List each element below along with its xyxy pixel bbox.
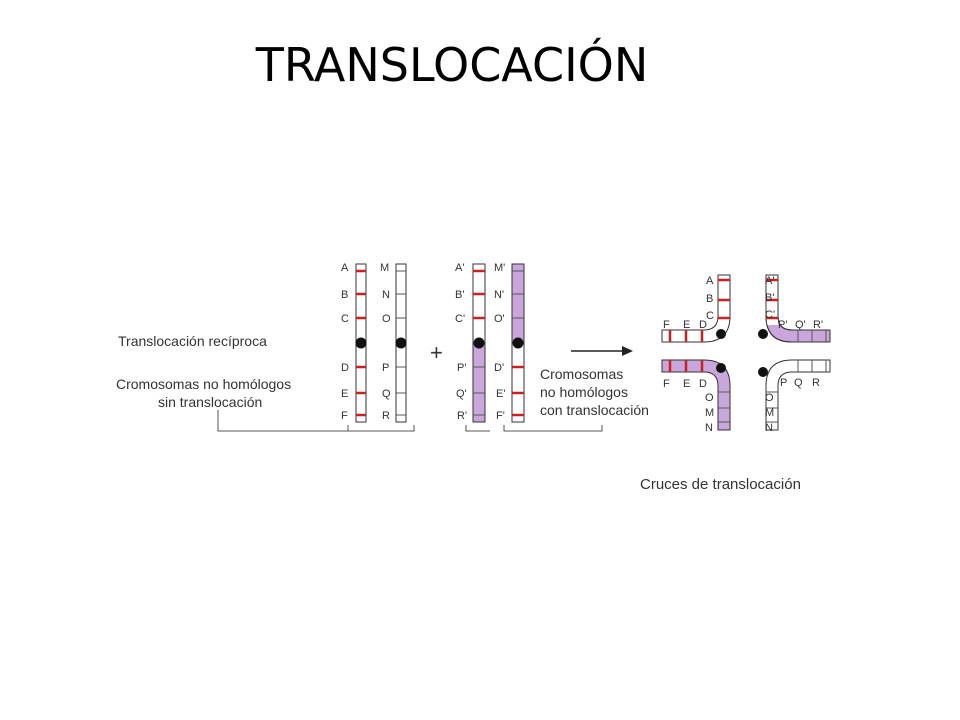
gene-label: D xyxy=(699,319,707,331)
gene-label: R xyxy=(382,410,390,422)
caption-with-2: no homólogos xyxy=(540,384,628,400)
normal-chromosome-2: M N O P Q R xyxy=(380,262,407,423)
centromere-icon xyxy=(758,329,768,339)
gene-label: B xyxy=(706,293,713,305)
centromere-icon xyxy=(512,337,524,349)
gene-label: M' xyxy=(494,262,505,274)
gene-label: N xyxy=(705,422,713,434)
gene-label: O xyxy=(382,313,391,325)
caption-without-1: Cromosomas no homólogos xyxy=(116,376,291,392)
gene-label: P' xyxy=(778,319,787,331)
gene-label: N xyxy=(382,289,390,301)
gene-label: C xyxy=(341,313,349,325)
translocation-cross: A B C F E D A' B' C' P' Q' R' F E D O M … xyxy=(661,274,831,434)
gene-label: C xyxy=(706,310,714,322)
gene-label: R' xyxy=(813,319,823,331)
gene-label: P xyxy=(382,362,389,374)
gene-label: F' xyxy=(496,410,505,422)
gene-label: A' xyxy=(455,262,464,274)
gene-label: R xyxy=(812,377,820,389)
gene-label: A xyxy=(706,275,714,287)
gene-label: M xyxy=(705,407,714,419)
gene-label: F xyxy=(341,410,348,422)
slide-title: TRANSLOCACIÓN xyxy=(255,38,649,92)
caption-reciprocal: Translocación recíproca xyxy=(118,333,267,349)
gene-label: N' xyxy=(494,289,504,301)
caption-with-3: con translocación xyxy=(540,402,649,418)
gene-label: O' xyxy=(494,313,505,325)
gene-label: F xyxy=(663,378,670,390)
gene-label: B' xyxy=(765,292,774,304)
gene-label: C' xyxy=(455,313,465,325)
gene-label: O xyxy=(705,392,714,404)
gene-label: D' xyxy=(494,362,504,374)
gene-label: Q xyxy=(794,377,803,389)
translocated-chromosome-1: A' B' C' P' Q' R' xyxy=(455,262,486,423)
centromere-icon xyxy=(716,363,726,373)
gene-label: D xyxy=(341,362,349,374)
caption-with-1: Cromosomas xyxy=(540,366,623,382)
gene-label: O xyxy=(765,392,774,404)
gene-label: D xyxy=(699,378,707,390)
centromere-icon xyxy=(395,337,407,349)
centromere-icon xyxy=(716,329,726,339)
gene-label: M xyxy=(765,407,774,419)
gene-label: E' xyxy=(496,388,505,400)
gene-label: B' xyxy=(455,289,464,301)
translocated-chromosome-2: M' N' O' D' E' F' xyxy=(494,262,525,423)
gene-label: P xyxy=(780,377,787,389)
centromere-icon xyxy=(473,337,485,349)
gene-label: E xyxy=(683,319,690,331)
gene-label: E xyxy=(683,378,690,390)
centromere-icon xyxy=(355,337,367,349)
arrow-right-icon xyxy=(571,346,633,356)
caption-cross: Cruces de translocación xyxy=(640,476,801,493)
gene-label: B xyxy=(341,289,348,301)
centromere-icon xyxy=(758,367,768,377)
gene-label: Q xyxy=(382,388,391,400)
gene-label: Q' xyxy=(456,388,467,400)
gene-label: E xyxy=(341,388,348,400)
gene-label: C' xyxy=(765,309,775,321)
gene-label: N xyxy=(765,422,773,434)
gene-label: P' xyxy=(457,362,466,374)
plus-sign: + xyxy=(430,340,443,365)
gene-label: M xyxy=(380,262,389,274)
gene-label: Q' xyxy=(795,319,806,331)
gene-label: R' xyxy=(457,410,467,422)
caption-without-2: sin translocación xyxy=(158,394,262,410)
normal-chromosome-1: A B C D E F xyxy=(341,262,367,423)
gene-label: A' xyxy=(765,275,774,287)
gene-label: A xyxy=(341,262,349,274)
gene-label: F xyxy=(663,319,670,331)
